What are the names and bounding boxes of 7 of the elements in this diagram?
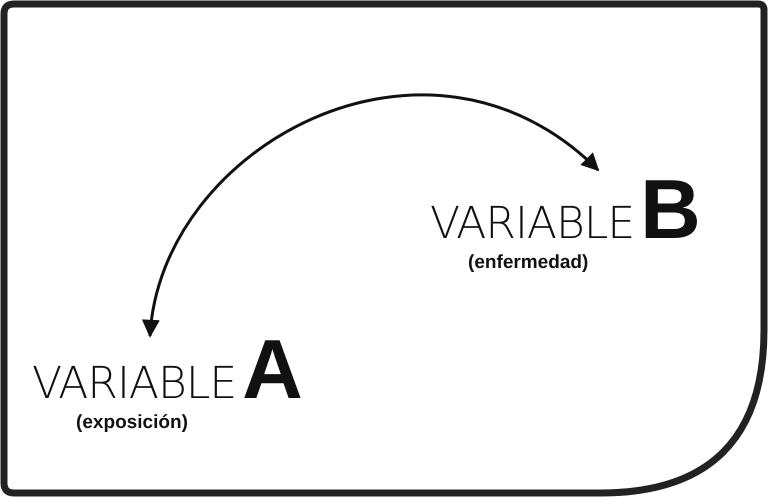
- variable-letter: B: [640, 176, 701, 244]
- variable-description: (enfermedad): [468, 252, 588, 274]
- variable-word: VARIABLE: [32, 362, 236, 406]
- variable-letter: A: [242, 336, 303, 404]
- variable-description: (exposición): [76, 412, 188, 434]
- variable-word: VARIABLE: [430, 202, 634, 246]
- curved-arrow: [144, 94, 600, 338]
